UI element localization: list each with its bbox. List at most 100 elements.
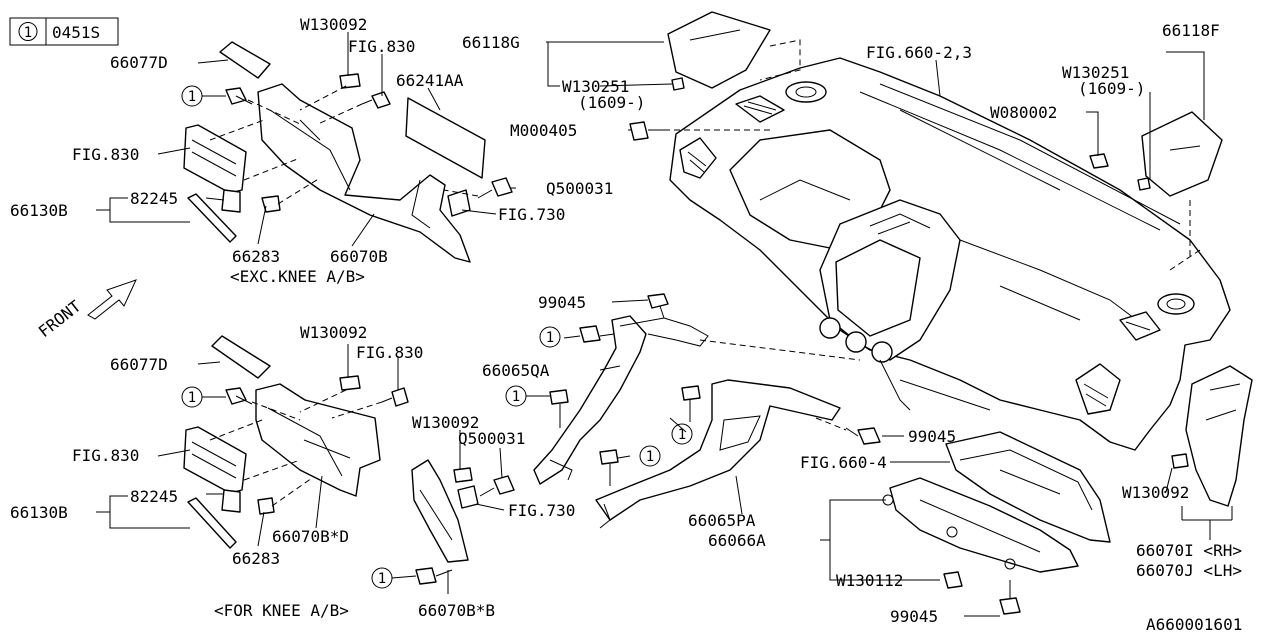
part-66070I-66070J-sidepanel bbox=[1185, 365, 1253, 507]
label-66118F: 66118F bbox=[1162, 21, 1220, 40]
label-fig660-4: FIG.660-4 bbox=[800, 453, 887, 472]
part-fig830-switch-panel-top bbox=[183, 124, 247, 194]
label-w130251-left: W130251 bbox=[562, 77, 629, 96]
instrument-panel bbox=[629, 11, 1231, 451]
label-66077D-top: 66077D bbox=[110, 53, 168, 72]
label-q500031-top: Q500031 bbox=[546, 179, 613, 198]
label-m000405: M000405 bbox=[510, 121, 577, 140]
fastener-callout-lower-left bbox=[225, 387, 253, 405]
label-w130092-top: W130092 bbox=[300, 15, 367, 34]
part-66283-clip-bottom bbox=[257, 497, 275, 515]
label-w130112: W130112 bbox=[836, 571, 903, 590]
screw-center-right bbox=[681, 385, 701, 422]
label-66118G: 66118G bbox=[462, 33, 520, 52]
part-66077D-bottom bbox=[211, 335, 271, 379]
label-fig730-bottom: FIG.730 bbox=[508, 501, 575, 520]
fastener-callout-bracket bbox=[579, 325, 615, 343]
callout-1-d: 1 bbox=[512, 389, 520, 405]
part-66130B-bottom bbox=[187, 497, 237, 549]
header-callout-number: 1 bbox=[24, 25, 32, 41]
hvac-knob-center bbox=[845, 331, 867, 353]
callout-1-e: 1 bbox=[678, 427, 686, 443]
part-66070B-panel bbox=[257, 83, 471, 263]
leader-lines bbox=[96, 32, 1233, 617]
part-fig730-bracket-center bbox=[457, 485, 479, 509]
vent-right bbox=[1119, 311, 1161, 341]
part-66118F-cover bbox=[1141, 111, 1223, 197]
vent-right-outer bbox=[1075, 363, 1121, 415]
label-fig660-23: FIG.660-2,3 bbox=[866, 43, 972, 62]
label-1609-right: (1609-) bbox=[1078, 79, 1145, 98]
label-66070BD: 66070B*D bbox=[272, 527, 349, 546]
label-66130B-bottom: 66130B bbox=[10, 503, 68, 522]
clip-99045-top bbox=[647, 293, 669, 319]
clip-99045-mid bbox=[845, 427, 881, 445]
part-w130092-clip-right bbox=[1171, 453, 1189, 469]
upper-left-assembly bbox=[183, 41, 513, 263]
label-99045-bottom: 99045 bbox=[890, 607, 938, 626]
fastener-callout-bottom-center bbox=[415, 567, 453, 585]
label-66070I: 66070I <RH> bbox=[1136, 541, 1242, 560]
label-w130092-center: W130092 bbox=[412, 413, 479, 432]
label-footer-code: A660001601 bbox=[1146, 615, 1242, 634]
callout-1-c: 1 bbox=[546, 330, 554, 346]
label-w080002: W080002 bbox=[990, 103, 1057, 122]
label-fig830-top: FIG.830 bbox=[348, 37, 415, 56]
speaker-right bbox=[1157, 293, 1195, 315]
lower-left-assembly bbox=[183, 335, 409, 549]
label-fig730-top: FIG.730 bbox=[498, 205, 565, 224]
label-82245-bottom: 82245 bbox=[130, 487, 178, 506]
callout-circles: 1 1 1 1 1 1 1 bbox=[181, 85, 693, 589]
hvac-knob-right bbox=[871, 341, 893, 363]
part-w130092-clip-center bbox=[453, 467, 473, 483]
hvac-knob-left bbox=[819, 317, 841, 339]
label-exc-knee: <EXC.KNEE A/B> bbox=[230, 267, 365, 286]
callout-1-f: 1 bbox=[646, 449, 654, 465]
screw-center-lower bbox=[599, 449, 619, 486]
part-66241AA-pad bbox=[405, 97, 486, 179]
part-w130092-clip-lower bbox=[339, 375, 361, 391]
part-66070BD-panel bbox=[255, 383, 381, 497]
part-66118G-cover bbox=[667, 11, 771, 89]
center-column-assembly bbox=[411, 293, 881, 585]
bolt-fig830-bottom bbox=[381, 387, 409, 407]
clip-99045-bottom bbox=[999, 580, 1021, 615]
callout-1-a: 1 bbox=[188, 89, 196, 105]
fastener-callout-top-left bbox=[225, 87, 253, 105]
part-w080002 bbox=[1089, 153, 1109, 169]
label-for-knee: <FOR KNEE A/B> bbox=[214, 601, 349, 620]
part-w130251-clip-left bbox=[671, 77, 685, 91]
label-w130092-mid: W130092 bbox=[300, 323, 367, 342]
part-66065PA-console bbox=[595, 379, 841, 521]
part-66283-clip-top bbox=[261, 195, 281, 213]
label-99045-top: 99045 bbox=[538, 293, 586, 312]
part-w130251-clip-right bbox=[1137, 177, 1151, 191]
label-q500031-center: Q500031 bbox=[458, 429, 525, 448]
label-fig830-mid1: FIG.830 bbox=[72, 145, 139, 164]
label-82245-top: 82245 bbox=[130, 189, 178, 208]
part-66130B-top bbox=[187, 193, 237, 243]
label-66241AA: 66241AA bbox=[396, 71, 464, 90]
part-fig660-4-glovebox bbox=[945, 431, 1111, 543]
bolt-m000405 bbox=[629, 121, 664, 141]
label-66070J: 66070J <LH> bbox=[1136, 561, 1242, 580]
part-fig830-switch-panel-bottom bbox=[183, 426, 247, 494]
label-66077D-bottom: 66077D bbox=[110, 355, 168, 374]
speaker-center bbox=[785, 81, 827, 103]
part-66077D-top bbox=[219, 41, 271, 79]
label-66130B-top: 66130B bbox=[10, 201, 68, 220]
label-w130092-right: W130092 bbox=[1122, 483, 1189, 502]
part-66065QA-bracket bbox=[533, 315, 647, 485]
label-fig830-mid2: FIG.830 bbox=[356, 343, 423, 362]
label-99045-mid: 99045 bbox=[908, 427, 956, 446]
right-bottom-assembly bbox=[882, 365, 1253, 615]
part-labels: 66077D W130092 FIG.830 66241AA FIG.830 8… bbox=[10, 15, 1242, 634]
header-code: 0451S bbox=[52, 23, 100, 42]
front-label: FRONT bbox=[35, 296, 85, 341]
callout-1-b: 1 bbox=[188, 390, 196, 406]
part-66070BB-panel bbox=[411, 459, 469, 563]
label-66065PA: 66065PA bbox=[688, 511, 756, 530]
label-66283-bottom: 66283 bbox=[232, 549, 280, 568]
bolt-q500031-top bbox=[477, 177, 513, 199]
label-66070B: 66070B bbox=[330, 247, 388, 266]
